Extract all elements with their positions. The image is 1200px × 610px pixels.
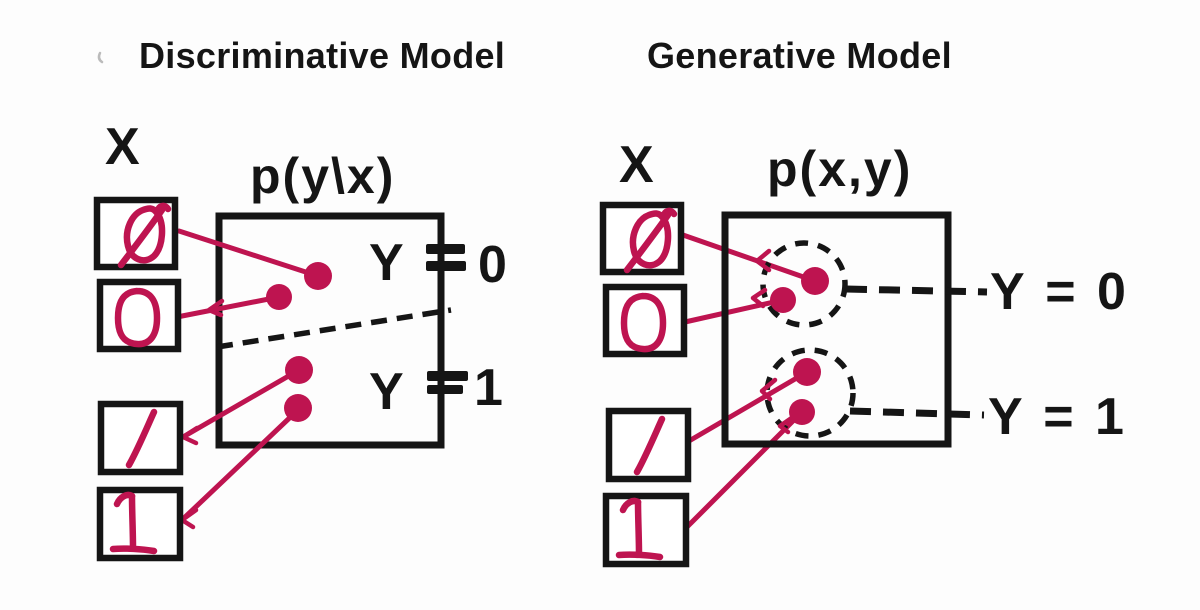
left-y1-variable: Y	[369, 363, 404, 421]
dashed-callout-y0	[845, 285, 988, 296]
right-y0-label: Y = 0	[990, 263, 1126, 321]
connector-line	[684, 409, 805, 530]
decision-boundary-dashed-line	[216, 307, 452, 350]
cluster-circle-y1	[764, 347, 856, 439]
data-point	[304, 262, 332, 290]
right-x-axis-label: X	[619, 136, 654, 194]
data-point	[285, 356, 313, 384]
dashed-callout-y1	[849, 407, 985, 419]
arrowhead	[754, 248, 772, 273]
data-point	[770, 287, 796, 313]
digit-box-one	[100, 490, 180, 558]
generative-model-box	[721, 211, 952, 448]
left-panel-title: Discriminative Model	[139, 35, 506, 76]
digit-box-zero	[606, 287, 684, 354]
connector-line	[174, 294, 282, 320]
digit-box-zero-slashed	[603, 205, 681, 272]
left-y0-value: 0	[478, 236, 507, 294]
discriminative-model-box	[215, 212, 445, 449]
data-point	[284, 394, 312, 422]
connector-line	[686, 369, 810, 444]
left-y1-value: 1	[474, 359, 503, 417]
digit-box-one-slanted	[101, 404, 180, 472]
joint-probability-formula: p(x,y)	[767, 141, 913, 197]
digit-box-one	[606, 496, 686, 564]
connector-line	[180, 367, 302, 440]
data-point	[801, 267, 829, 295]
arrowhead	[206, 298, 225, 318]
right-panel-title: Generative Model	[647, 35, 952, 76]
left-x-axis-label: X	[105, 118, 140, 176]
handwritten-equals-y0	[426, 244, 466, 271]
arrowhead	[777, 414, 796, 435]
handwritten-equals-y1	[427, 371, 468, 394]
arrowhead	[179, 507, 199, 530]
connector-line	[680, 232, 818, 284]
data-point	[266, 284, 292, 310]
stray-mark	[97, 51, 104, 64]
arrowhead	[759, 377, 778, 402]
digit-box-one-slanted	[609, 411, 688, 479]
data-point	[789, 399, 815, 425]
left-y0-variable: Y	[369, 234, 404, 292]
conditional-probability-formula: p(y\x)	[250, 148, 396, 204]
connector-line	[176, 228, 321, 279]
data-point	[793, 358, 821, 386]
connector-line	[682, 297, 786, 325]
digit-box-zero-slashed	[97, 200, 175, 267]
cluster-circle-y0	[760, 240, 848, 328]
right-y1-label: Y = 1	[988, 388, 1124, 446]
connector-line	[180, 405, 303, 522]
arrowhead	[750, 287, 768, 309]
digit-box-zero	[100, 282, 178, 349]
